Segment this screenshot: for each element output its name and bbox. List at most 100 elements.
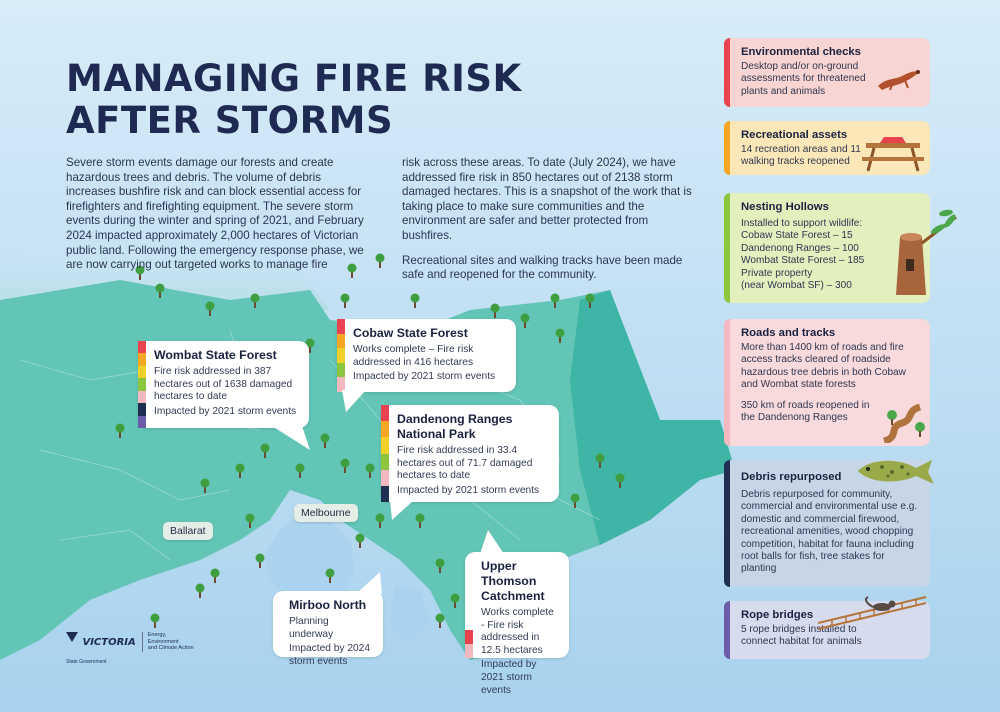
- tree-icon: [135, 265, 145, 280]
- panel-title: Nesting Hollows: [741, 201, 829, 213]
- callout-text: Fire risk addressed in 387 hectares out …: [154, 366, 293, 403]
- callout-tail: [272, 426, 310, 450]
- tree-icon: [410, 293, 420, 308]
- tree-icon: [520, 313, 530, 328]
- callout-title: Mirboo North: [289, 598, 367, 612]
- dept-line-1: Energy,: [147, 632, 167, 638]
- panel-text: More than 1400 km of roads and fire acce…: [741, 342, 906, 391]
- panel-text: Wombat State Forest – 185: [741, 255, 865, 267]
- tree-icon: [435, 613, 445, 628]
- dept-line-2: Environment: [147, 638, 179, 645]
- panel-title: Recreational assets: [741, 129, 848, 141]
- panel-environmental-checks: Environmental checks Desktop and/or on-g…: [724, 38, 930, 107]
- callout-title: Upper Thomson Catchment: [481, 559, 545, 603]
- callout-impact: Impacted by 2021 storm events: [397, 484, 540, 496]
- intro-right-text-2: Recreational sites and walking tracks ha…: [402, 253, 683, 282]
- callout-impact: Impacted by 2021 storm events: [481, 659, 537, 696]
- tree-icons: [115, 253, 625, 628]
- tree-icon: [570, 493, 580, 508]
- panel-title: Rope bridges: [741, 609, 814, 621]
- panel-text: 350 km of roads reopened in the Dandenon…: [741, 399, 870, 424]
- victoria-government-logo: VICTORIA State Government Energy, Enviro…: [66, 632, 194, 668]
- category-color-bar: [337, 319, 345, 392]
- callout-title: Wombat State Forest: [154, 348, 277, 362]
- panel-text: Desktop and/or on-ground assessments for…: [741, 61, 866, 97]
- title-line-2: AFTER STORMS: [66, 99, 394, 142]
- callout-wombat-state-forest: Wombat State Forest Fire risk addressed …: [138, 341, 309, 428]
- panel-text: Private property: [741, 267, 813, 279]
- callout-text: Works complete – Fire risk addressed in …: [353, 344, 474, 368]
- category-color-bar: [465, 630, 473, 658]
- dept-line-3: and Climate Action: [147, 645, 194, 651]
- callout-title: Dandenong Ranges National Park: [397, 412, 513, 441]
- callout-tail: [356, 572, 382, 594]
- category-color-bar: [138, 341, 146, 428]
- lizard-icon: [878, 70, 920, 91]
- tree-icon: [250, 293, 260, 308]
- strip-navy: [724, 460, 730, 587]
- place-label-ballarat: Ballarat: [163, 522, 213, 540]
- strip-red: [724, 38, 730, 107]
- callout-text: Fire risk addressed in 33.4 hectares out…: [397, 445, 533, 482]
- tree-icon: [155, 283, 165, 298]
- port-phillip-bay: [265, 515, 355, 610]
- tree-icon: [450, 593, 460, 608]
- tree-icon: [320, 433, 330, 448]
- tree-icon: [340, 458, 350, 473]
- strip-green: [724, 193, 730, 303]
- tree-icon: [205, 301, 215, 316]
- panel-text: Cobaw State Forest – 15: [741, 230, 853, 242]
- tree-icon: [255, 553, 265, 568]
- tree-icon: [260, 443, 270, 458]
- tree-icon: [595, 453, 605, 468]
- victoria-triangle-icon: [66, 632, 78, 642]
- tree-icon: [415, 513, 425, 528]
- intro-left-text: Severe storm events damage our forests a…: [66, 156, 364, 272]
- callout-tail: [480, 530, 504, 554]
- intro-right-text-1: risk across these areas. To date (July 2…: [402, 156, 692, 242]
- panel-text: (near Wombat SF) – 300: [741, 280, 852, 292]
- tree-icon: [115, 423, 125, 438]
- panel-recreational-assets: Recreational assets 14 recreation areas …: [724, 121, 930, 175]
- callout-mirboo-north: Mirboo North Planning underway Impacted …: [273, 591, 383, 667]
- panel-title: Debris repurposed: [741, 471, 842, 483]
- strip-purple: [724, 601, 730, 659]
- tree-icon: [375, 253, 385, 268]
- tree-icon: [210, 568, 220, 583]
- logo-subtitle: State Government: [66, 659, 107, 665]
- panel-debris-repurposed: Debris repurposed Debris repurposed for …: [724, 460, 934, 587]
- callout-tail: [342, 390, 366, 412]
- tree-icon: [615, 473, 625, 488]
- tree-icon: [235, 463, 245, 478]
- tree-icon: [295, 463, 305, 478]
- callout-text: Planning underway: [289, 616, 334, 640]
- panel-title: Environmental checks: [741, 46, 861, 58]
- winding-road-icon: [882, 403, 925, 443]
- tree-icon: [195, 583, 205, 598]
- picnic-table-icon: [862, 137, 924, 172]
- tree-icon: [200, 478, 210, 493]
- intro-left: Severe storm events damage our forests a…: [66, 156, 371, 283]
- tree-icon: [375, 513, 385, 528]
- department-name: Energy, Environment and Climate Action: [141, 632, 194, 652]
- tree-icon: [355, 533, 365, 548]
- callout-text: Works complete - Fire risk addressed in …: [481, 607, 554, 656]
- tree-icon: [365, 463, 375, 478]
- strip-pink: [724, 319, 730, 446]
- intro-right: risk across these areas. To date (July 2…: [402, 156, 692, 293]
- fish-icon: [858, 460, 934, 484]
- callout-title: Cobaw State Forest: [353, 326, 468, 340]
- title-line-1: MANAGING FIRE RISK: [66, 57, 522, 100]
- panel-text: Installed to support wildlife:: [741, 218, 863, 229]
- panel-title: Roads and tracks: [741, 327, 836, 339]
- category-color-bar: [381, 405, 389, 502]
- tree-icon: [435, 558, 445, 573]
- panel-nesting-hollows: Nesting Hollows Installed to support wil…: [724, 193, 957, 303]
- panel-text: 14 recreation areas and 11 walking track…: [741, 144, 861, 168]
- callout-upper-thomson-catchment: Upper Thomson Catchment Works complete -…: [465, 552, 569, 696]
- rope-bridge-possum-icon: [818, 596, 927, 630]
- tree-icon: [555, 328, 565, 343]
- place-label-melbourne: Melbourne: [294, 504, 358, 522]
- panel-text: 5 rope bridges installed to connect habi…: [741, 624, 862, 648]
- tree-icon: [340, 293, 350, 308]
